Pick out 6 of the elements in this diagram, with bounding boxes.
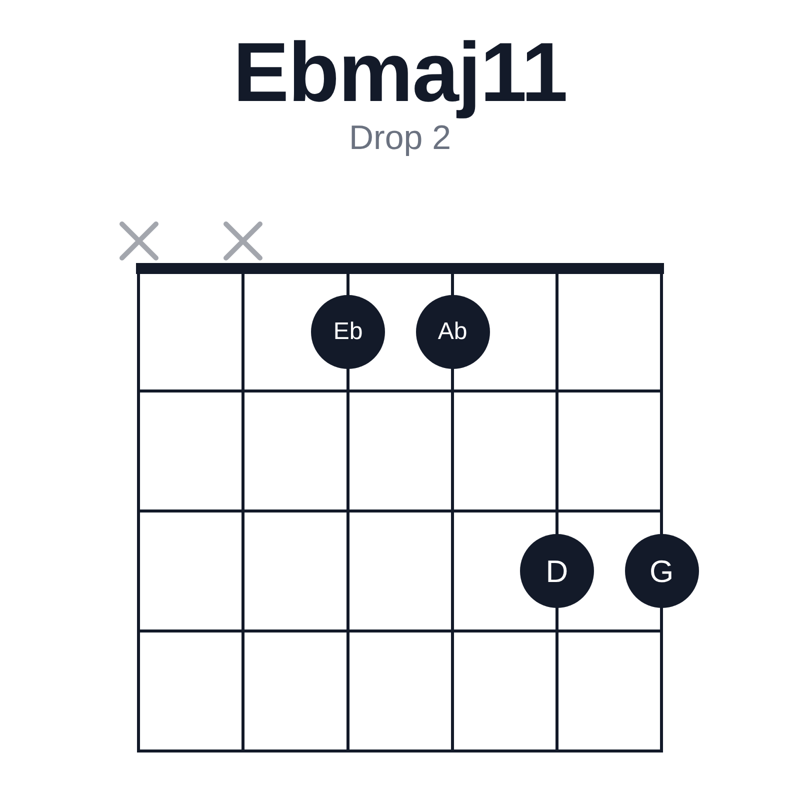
chord-title: Ebmaj11 xyxy=(233,25,567,119)
note-label: Ab xyxy=(438,320,468,344)
note-label: Eb xyxy=(333,320,363,344)
note-label: G xyxy=(649,556,674,586)
note-label: D xyxy=(546,556,568,586)
voicing-subtitle: Drop 2 xyxy=(348,119,452,157)
